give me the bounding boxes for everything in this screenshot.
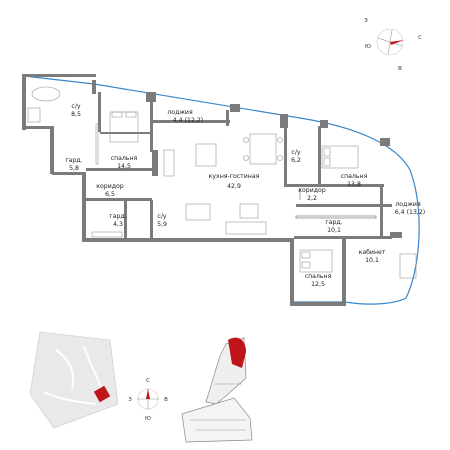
room-bath3-area: 5,9 xyxy=(157,221,167,228)
compass-n-label: С xyxy=(418,35,422,41)
room-cabinet-name: кабинет xyxy=(359,248,386,256)
room-bedroom2-name: спальня xyxy=(341,173,368,180)
room-corridor2-name: коридор xyxy=(298,187,326,194)
glazing-line xyxy=(23,75,420,305)
compass-bottom-n: С xyxy=(146,378,150,384)
room-bedroom1-name: спальня xyxy=(111,155,138,162)
compass-bottom-e: В xyxy=(164,397,168,403)
inner-walls xyxy=(86,92,392,240)
room-bedroom1-area: 14,5 xyxy=(117,163,131,170)
compass-w-label: З xyxy=(364,18,368,24)
outer-walls xyxy=(22,74,346,306)
room-corridor1-area: 6,5 xyxy=(105,191,115,198)
room-dress3-name: гард. xyxy=(325,219,342,226)
unit-highlight xyxy=(228,337,246,368)
compass-bottom-s: Ю xyxy=(145,416,151,422)
room-bath2-area: 6,2 xyxy=(291,157,301,164)
compass-s-label: Ю xyxy=(365,44,371,50)
room-bath1-name: с/у xyxy=(71,103,80,110)
building-footprint xyxy=(181,337,253,443)
compass-bottom-w: З xyxy=(128,397,132,403)
room-corridor1-name: коридор xyxy=(96,183,124,190)
room-bedroom3-area: 12,5 xyxy=(311,281,325,288)
room-dress1-name: гард. xyxy=(65,157,82,164)
room-loggia1-area: 4,4 (12,2) xyxy=(173,117,203,124)
furniture xyxy=(27,86,417,279)
site-highlight xyxy=(93,385,111,403)
room-loggia2-name: лоджия xyxy=(395,201,421,208)
room-kitchen-name: кухня-гостиная xyxy=(209,173,260,180)
room-corridor2-area: 2,2 xyxy=(307,195,317,202)
site-plan xyxy=(29,331,119,429)
room-bedroom2-area: 13,8 xyxy=(347,181,361,188)
room-bath2-name: с/у xyxy=(291,149,300,156)
room-cabinet-area: 10,1 xyxy=(365,257,379,264)
compass-e-label: В xyxy=(398,66,402,72)
pillars xyxy=(146,92,402,238)
compass-top: С В З Ю xyxy=(364,18,422,72)
room-dress1-area: 5,8 xyxy=(69,165,79,172)
room-loggia2-area: 6,4 (13,2) xyxy=(395,209,425,216)
apartment-plan: с/у 8,5 лоджия 4,4 (12,2) с/у 6,2 гард. … xyxy=(22,74,425,306)
room-kitchen-area: 42,9 xyxy=(227,183,241,190)
room-loggia1-name: лоджия xyxy=(167,109,193,116)
room-bedroom3-name: спальня xyxy=(305,273,332,280)
room-labels: с/у 8,5 лоджия 4,4 (12,2) с/у 6,2 гард. … xyxy=(65,103,425,288)
compass-bottom: С Ю В З xyxy=(128,378,168,422)
room-dress2-name: гард. xyxy=(109,213,126,220)
room-dress2-area: 4,3 xyxy=(113,221,123,228)
room-dress3-area: 10,1 xyxy=(327,227,341,234)
room-bath1-area: 8,5 xyxy=(71,111,81,118)
room-bath3-name: с/у xyxy=(157,213,166,220)
compass-needle xyxy=(390,40,404,45)
